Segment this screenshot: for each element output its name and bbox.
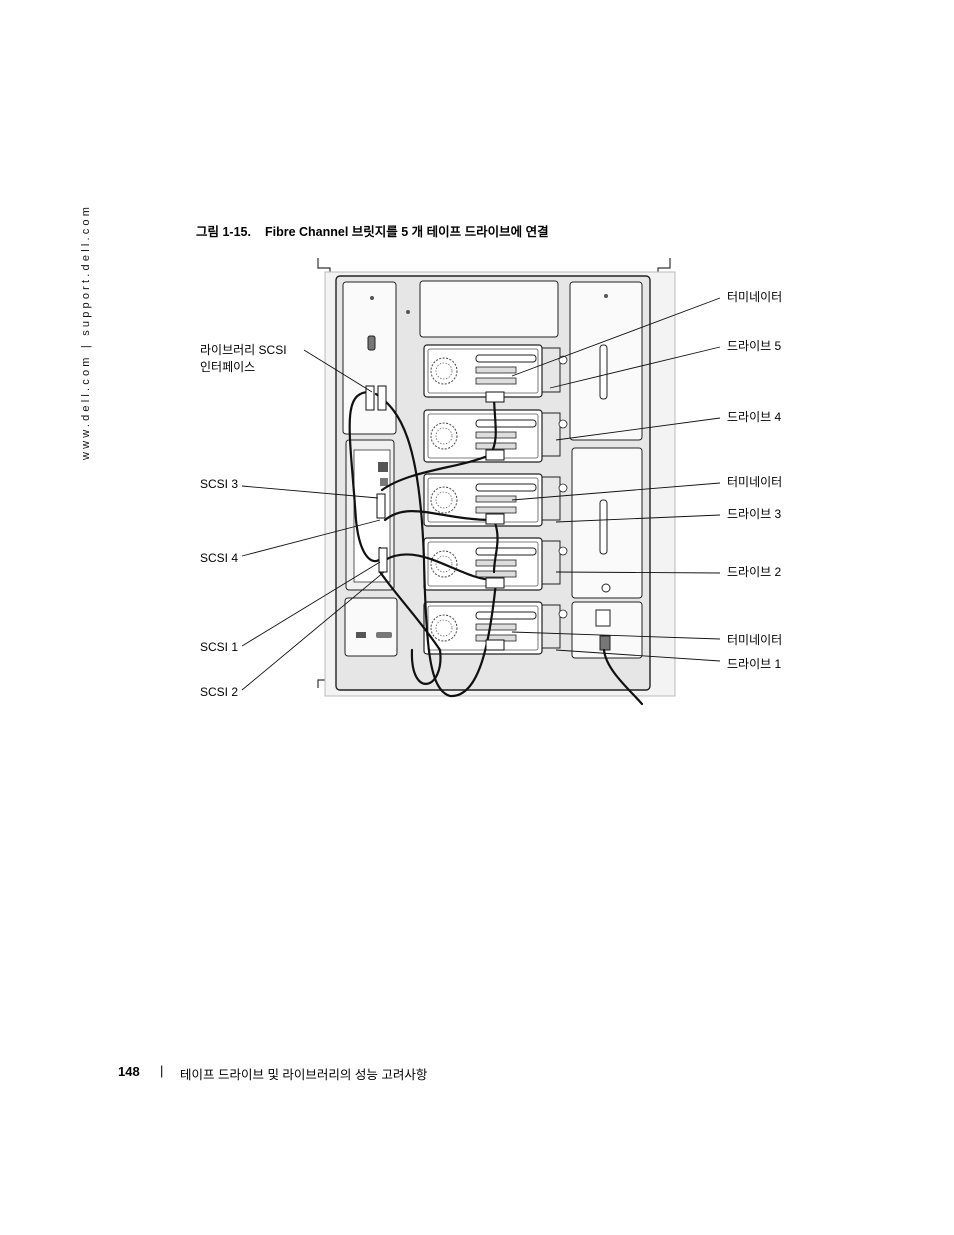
- page-number: 148: [118, 1064, 140, 1079]
- callout-drive4: 드라이브 4: [727, 410, 782, 424]
- caption-number: 그림 1-15.: [196, 225, 251, 239]
- callout-library-scsi-line1: 라이브러리 SCSI: [200, 343, 287, 357]
- callout-library-scsi-line2: 인터페이스: [200, 360, 256, 374]
- callout-scsi3: SCSI 3: [200, 477, 239, 491]
- footer-separator: |: [160, 1063, 164, 1078]
- callout-scsi4: SCSI 4: [200, 551, 239, 565]
- callout-terminator-bottom: 터미네이터: [727, 633, 783, 647]
- callout-scsi2: SCSI 2: [200, 685, 239, 699]
- callout-terminator-mid: 터미네이터: [727, 475, 783, 489]
- callout-drive5: 드라이브 5: [727, 339, 782, 353]
- figure-caption: 그림 1-15. Fibre Channel 브릿지를 5 개 테이프 드라이브에…: [196, 221, 549, 240]
- callout-drive3: 드라이브 3: [727, 507, 782, 521]
- callout-drive1: 드라이브 1: [727, 657, 782, 671]
- callout-terminator-top: 터미네이터: [727, 290, 783, 304]
- callout-scsi1: SCSI 1: [200, 640, 239, 654]
- section-title: 테이프 드라이브 및 라이브러리의 성능 고려사항: [180, 1068, 428, 1082]
- caption-title: Fibre Channel 브릿지를 5 개 테이프 드라이브에 연결: [264, 225, 549, 239]
- callout-drive2: 드라이브 2: [727, 565, 782, 579]
